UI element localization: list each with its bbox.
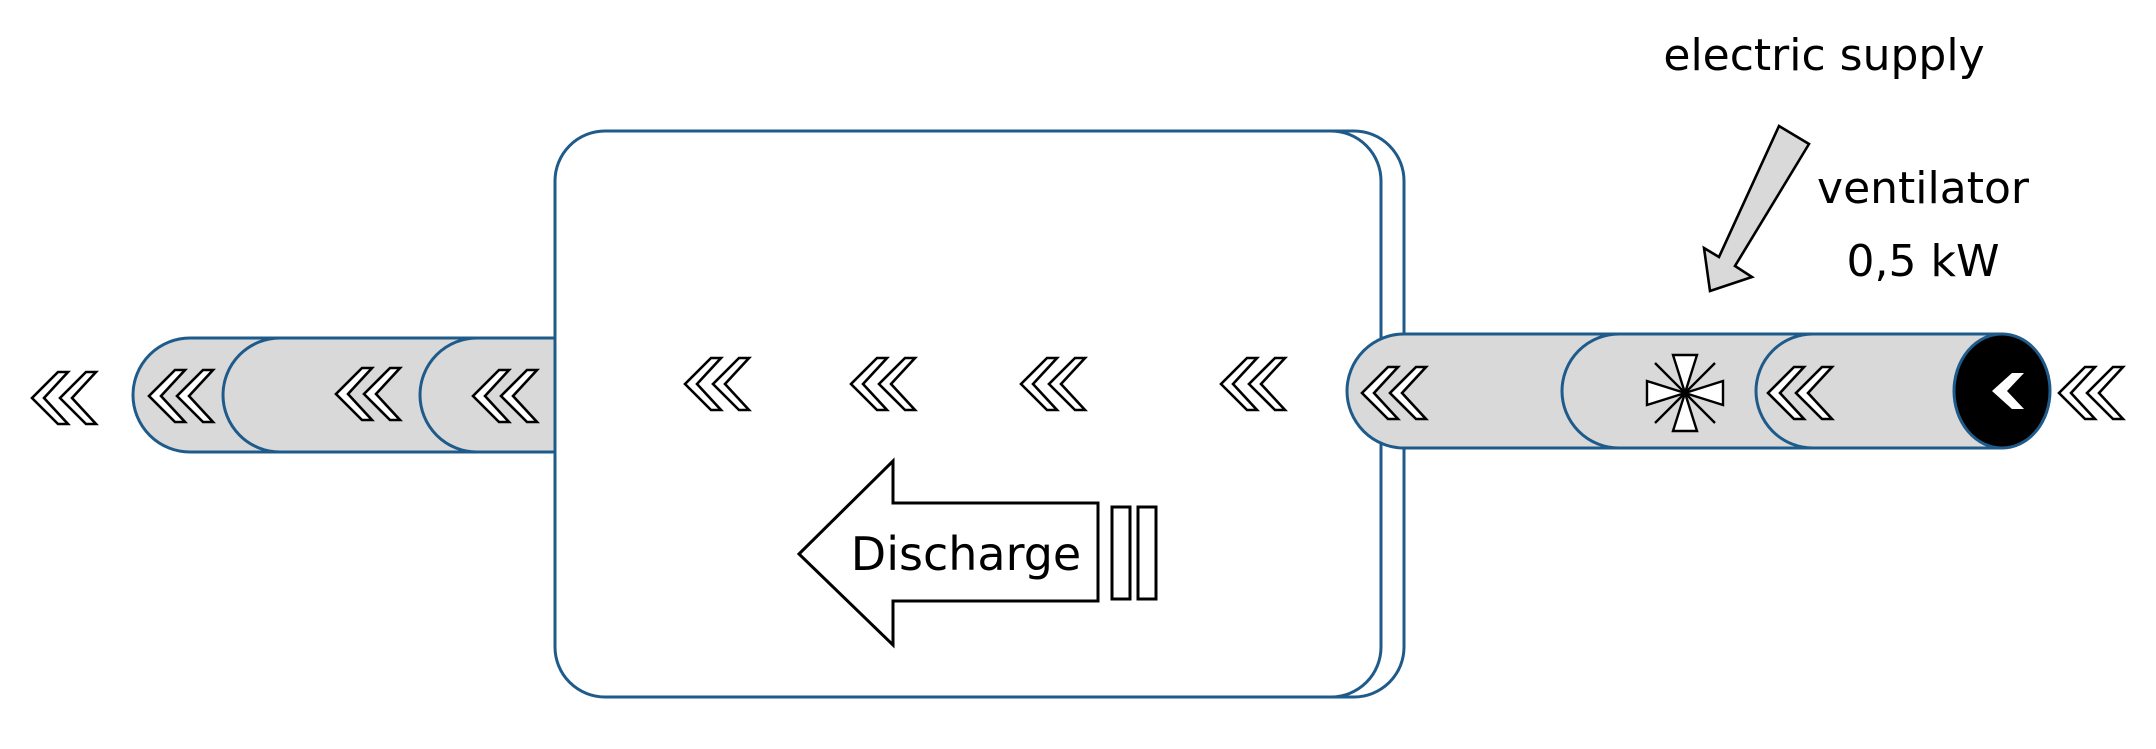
discharge-arrow: Discharge — [796, 457, 1158, 649]
ventilator-label: ventilator — [1817, 163, 2030, 214]
discharge-bar — [1136, 505, 1158, 601]
discharge-arrow-shape — [796, 457, 1100, 649]
storage-unit — [553, 129, 1406, 699]
electric-supply-label: electric supply — [1663, 30, 1984, 81]
storage-unit-front-face — [553, 129, 1383, 699]
outlet-duct-segment — [418, 336, 478, 454]
fan-icon — [1645, 353, 1725, 433]
double-chevron-left-icon — [2057, 365, 2125, 421]
double-chevron-left-icon — [30, 370, 98, 426]
diagonal-arrow-icon — [1702, 124, 1811, 293]
ventilator-power-label: 0,5 kW — [1847, 236, 2000, 287]
discharge-label: Discharge — [851, 527, 1081, 581]
discharge-bar — [1110, 505, 1132, 601]
outlet-duct-segment — [221, 336, 281, 454]
inlet-duct-segment — [1754, 332, 1814, 450]
inlet-duct-segment — [1560, 332, 1620, 450]
opening-chevron-icon — [1992, 373, 2024, 409]
